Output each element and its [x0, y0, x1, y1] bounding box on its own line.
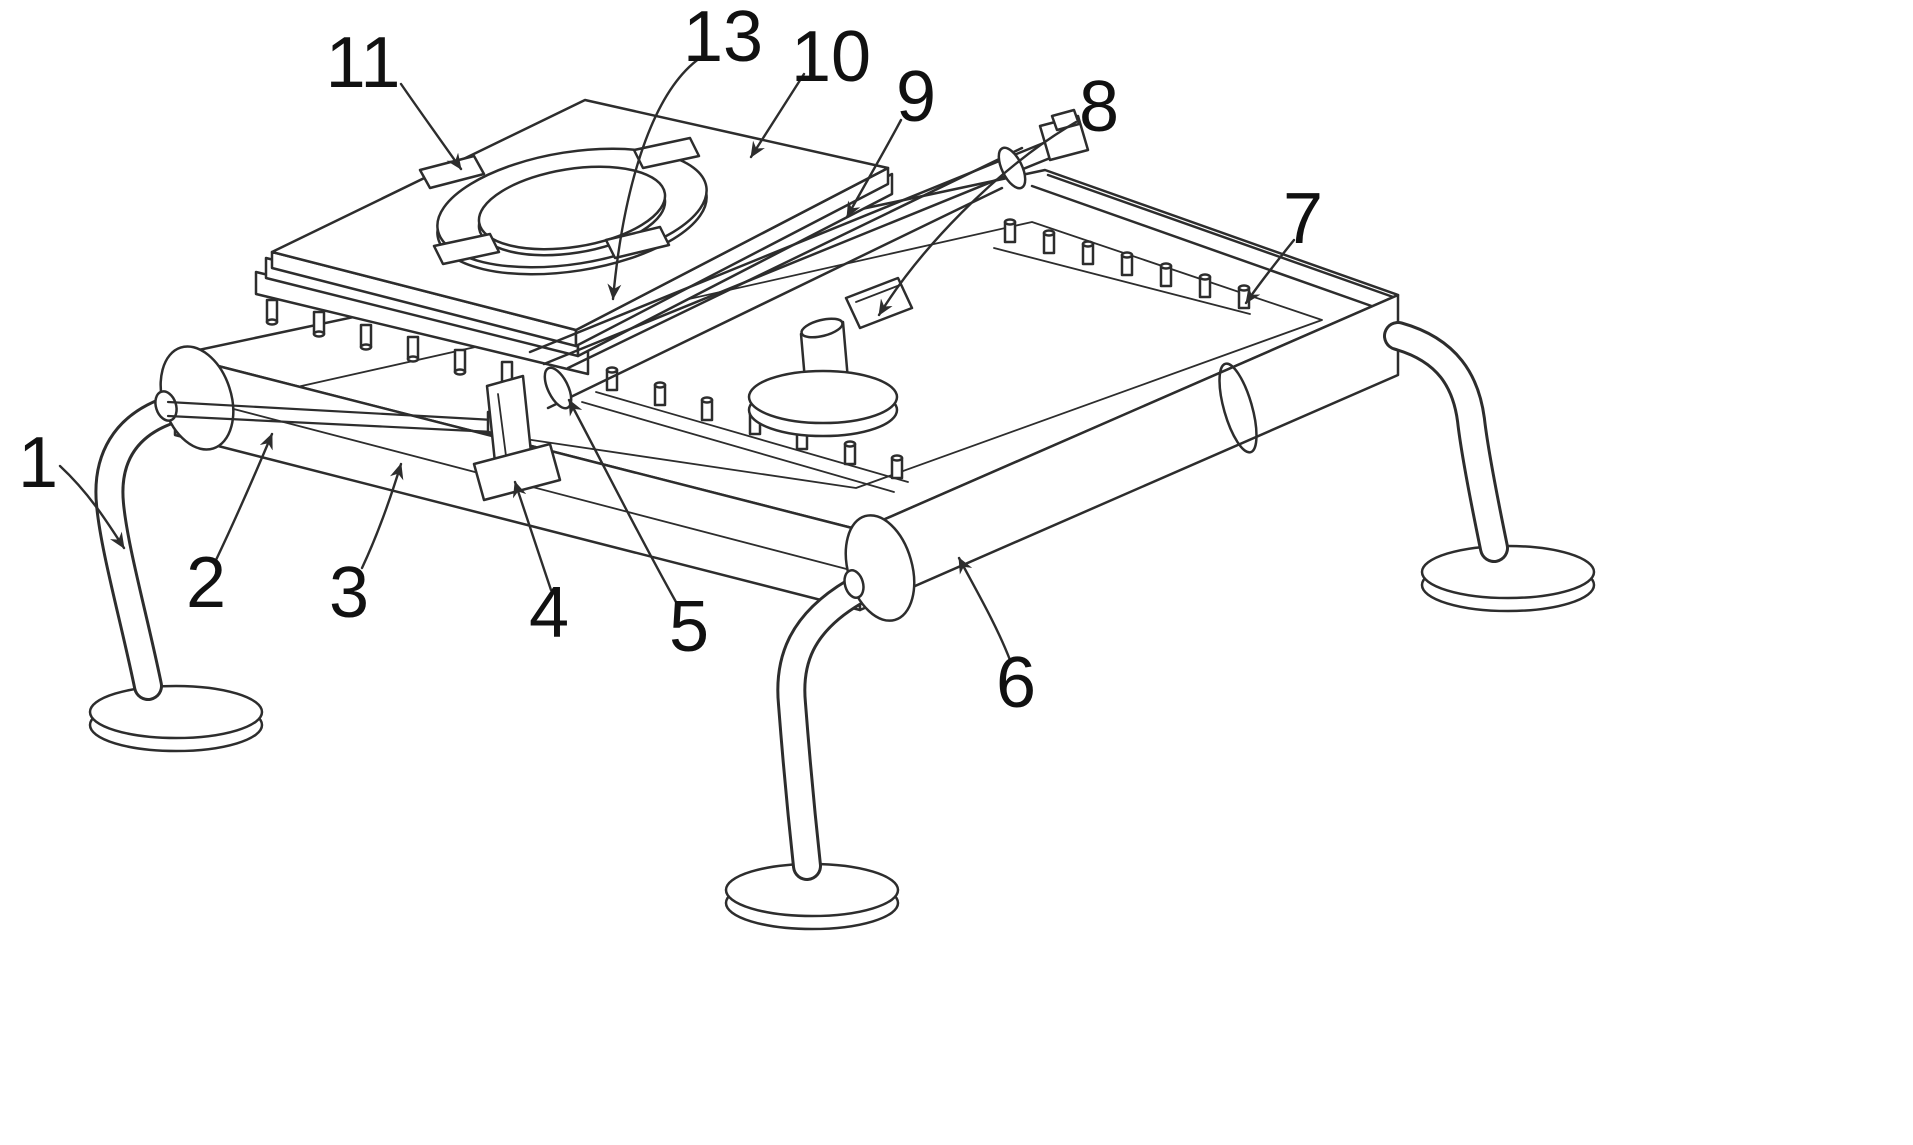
pin — [265, 298, 279, 326]
pin-row-right — [993, 218, 1251, 315]
pin — [843, 440, 857, 466]
support-leg-left — [88, 393, 264, 753]
pin — [1159, 262, 1173, 288]
leader-line-9 — [845, 118, 903, 219]
pin — [890, 454, 904, 480]
leader-line-4 — [512, 480, 553, 592]
callout-10-label: 10 — [791, 17, 871, 97]
leader-line-1 — [58, 464, 126, 550]
clamp-tab-sw — [432, 232, 501, 266]
leader-line-6 — [957, 556, 1012, 662]
pedestal-disc — [747, 317, 899, 438]
pin — [312, 310, 326, 338]
pin-rail-middle — [581, 366, 909, 493]
support-bracket — [472, 374, 562, 502]
pin — [700, 396, 714, 422]
leader-line-8 — [877, 120, 1078, 317]
pin — [359, 323, 373, 351]
foot-disc-right — [1420, 544, 1596, 613]
pin — [1120, 251, 1134, 277]
callout-7-label: 7 — [1283, 179, 1323, 259]
callout-labels: 1 2 3 4 5 6 7 8 9 10 11 13 — [18, 0, 1323, 723]
front-roller-axle — [843, 569, 865, 599]
guide-rail — [528, 108, 1090, 366]
callout-9-label: 9 — [896, 57, 936, 137]
callout-8-label: 8 — [1079, 67, 1119, 147]
leader-lines — [58, 56, 1296, 662]
pin — [1198, 273, 1212, 299]
deck-inner-frame — [247, 221, 1323, 489]
leader-line-3 — [360, 462, 404, 570]
callout-11-label: 11 — [326, 23, 401, 103]
leader-line-13 — [607, 56, 702, 301]
callout-6-label: 6 — [996, 643, 1036, 723]
leader-line-5 — [567, 398, 678, 604]
deck-rear-rail-line — [1030, 173, 1398, 311]
leader-line-7 — [1244, 238, 1296, 305]
leader-line-2 — [214, 432, 274, 562]
pin — [1081, 240, 1095, 266]
pin — [453, 348, 467, 376]
callout-1-label: 1 — [18, 423, 58, 503]
pin — [1003, 218, 1017, 244]
front-roller-seam — [1218, 362, 1258, 454]
clamp-tab-ne — [632, 136, 701, 170]
callout-4-label: 4 — [529, 573, 569, 653]
support-leg-middle — [724, 577, 900, 931]
front-belt-roller — [843, 362, 1258, 622]
callout-2-label: 2 — [186, 543, 226, 623]
pin — [1042, 229, 1056, 255]
clamp-tab-se — [604, 225, 671, 260]
pin — [653, 381, 667, 407]
support-leg-right — [1383, 321, 1596, 613]
leader-line-11 — [399, 82, 463, 171]
pin — [406, 335, 420, 363]
callout-5-label: 5 — [669, 587, 709, 667]
support-bracket-flange — [472, 442, 562, 502]
callout-13-label: 13 — [683, 0, 763, 77]
foot-disc-left — [88, 684, 264, 753]
pin — [1237, 284, 1251, 310]
callout-3-label: 3 — [329, 553, 369, 633]
leader-line-10 — [749, 72, 806, 159]
